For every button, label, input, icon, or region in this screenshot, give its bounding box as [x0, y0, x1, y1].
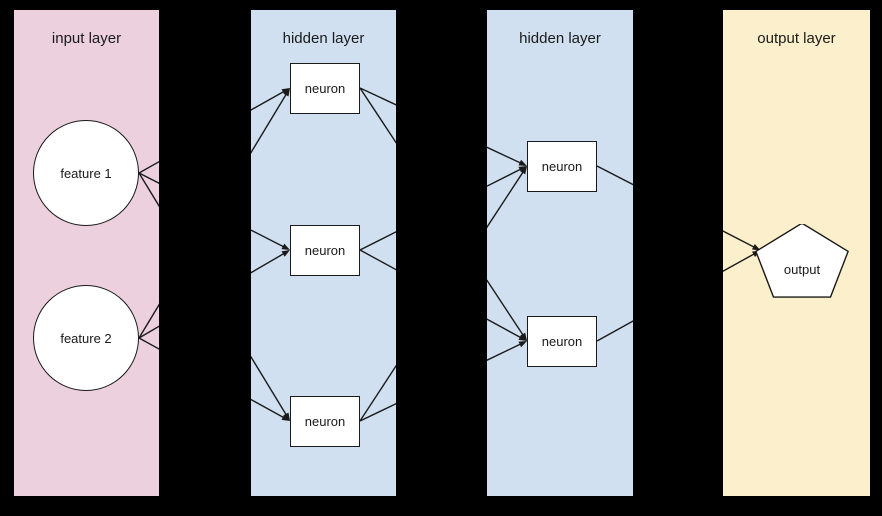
arrow-head — [281, 243, 290, 250]
connection-line — [359, 249, 396, 271]
node-label: feature 2 — [60, 330, 112, 346]
connection-line — [359, 402, 396, 422]
connection-line — [487, 167, 523, 187]
connection-line — [251, 398, 286, 420]
arrow-head — [518, 166, 527, 173]
connection-line — [251, 355, 288, 418]
arrow-head — [518, 159, 527, 166]
connection-line — [138, 337, 159, 350]
layer-title-hidden-1: hidden layer — [282, 30, 365, 47]
node-label: neuron — [304, 413, 346, 429]
pentagon-shape — [755, 222, 849, 298]
connection-line — [487, 146, 523, 165]
arrow-head — [281, 250, 290, 257]
connection-line — [138, 160, 159, 174]
node-label: neuron — [541, 158, 583, 174]
connection-line — [487, 342, 523, 361]
layer-band-hidden-1: hidden layer neuron neuron neuron — [251, 10, 396, 496]
node-input-2[interactable]: feature 2 — [33, 285, 139, 391]
arrow-head — [520, 332, 527, 341]
arrow-head — [281, 88, 290, 95]
connection-line — [359, 87, 396, 144]
layer-title-output: output layer — [757, 30, 836, 47]
connection-line — [251, 91, 289, 154]
node-output-pentagon[interactable]: output — [752, 222, 852, 304]
node-hidden-1-2[interactable]: neuron — [290, 224, 360, 276]
layer-band-input: input layer feature 1 feature 2 — [14, 10, 159, 496]
layer-band-output: output layer output — [723, 10, 870, 496]
connection-line — [138, 172, 159, 184]
arrow-head — [283, 88, 290, 97]
arrow-head — [283, 412, 290, 421]
connection-line — [359, 231, 396, 251]
node-hidden-1-3[interactable]: neuron — [290, 395, 360, 447]
arrow-head — [518, 341, 527, 348]
layer-title-input: input layer — [51, 30, 122, 47]
arrow-head — [520, 166, 527, 175]
connection-line — [596, 165, 633, 186]
connection-line — [359, 364, 396, 422]
connection-line — [596, 320, 633, 342]
connection-line — [251, 251, 287, 274]
node-input-1[interactable]: feature 1 — [33, 120, 139, 226]
connection-line — [487, 279, 525, 338]
connection-line — [251, 229, 286, 249]
node-hidden-2-1[interactable]: neuron — [527, 140, 597, 192]
node-hidden-2-2[interactable]: neuron — [527, 315, 597, 367]
layer-band-hidden-2: hidden layer neuron neuron — [487, 10, 633, 496]
connection-line — [487, 318, 523, 340]
edges-input — [138, 160, 159, 350]
connection-line — [359, 87, 396, 106]
connection-line — [251, 89, 286, 111]
node-label: feature 1 — [60, 165, 112, 181]
node-label: neuron — [304, 80, 346, 96]
node-label: neuron — [541, 333, 583, 349]
layer-title-hidden-2: hidden layer — [519, 30, 601, 47]
edges-hidden-2 — [487, 146, 633, 361]
arrow-head — [518, 334, 527, 341]
connection-line — [138, 172, 159, 208]
connection-line — [138, 325, 159, 339]
node-label: neuron — [304, 242, 346, 258]
connection-line — [487, 169, 525, 229]
connection-line — [138, 303, 159, 339]
node-hidden-1-1[interactable]: neuron — [290, 62, 360, 114]
arrow-head — [281, 414, 290, 421]
